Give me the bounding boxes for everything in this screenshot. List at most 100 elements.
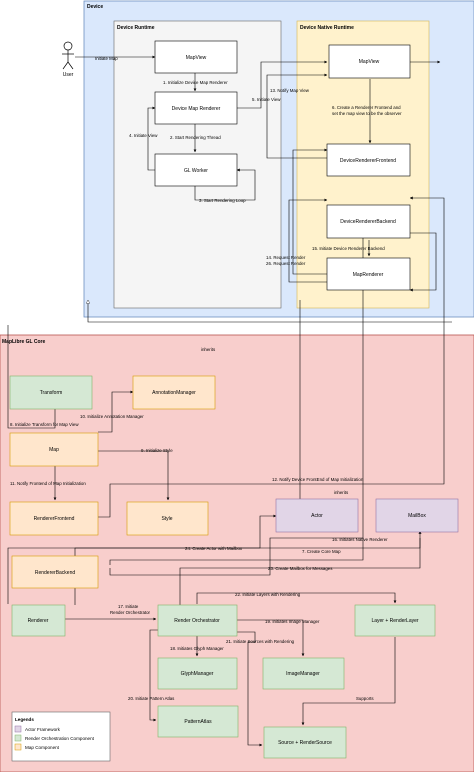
node-mapview-native[interactable]: MapView (328, 44, 411, 79)
edge-21 (237, 631, 263, 747)
edge-5 (237, 60, 328, 109)
node-transform[interactable]: Transform (9, 375, 93, 410)
node-actor[interactable]: Actor (275, 498, 359, 533)
legend-item-actor-label: Actor Framework (25, 727, 61, 732)
node-mailbox-label: MailBox (408, 513, 426, 519)
legend-item-map-label: Map Component (25, 745, 60, 750)
node-gl-worker[interactable]: GL Worker (154, 153, 238, 187)
legend-item-render: Render Orchestration Component (14, 734, 95, 742)
edge-label-2: 2. Start Rendering Thread (170, 135, 221, 140)
edge-22 (196, 592, 397, 604)
edge-label-9: 9. Initialize Style (141, 448, 173, 453)
node-style[interactable]: Style (126, 501, 209, 536)
node-device-renderer-backend-label: DeviceRendererBackend (340, 219, 396, 225)
edge-label-20: 20. Initiate Pattern Atlas (128, 696, 175, 701)
edge-backend-loop (409, 232, 437, 292)
user-actor (62, 41, 74, 70)
node-image-manager[interactable]: ImageManager (262, 657, 345, 690)
node-renderer[interactable]: Renderer (11, 604, 66, 637)
node-image-manager-label: ImageManager (286, 671, 320, 677)
edge-label-7: 7. Create Core Map (302, 549, 341, 554)
node-layer-renderlayer-label: Layer + RenderLayer (371, 618, 418, 624)
edge-19 (237, 619, 305, 657)
edge-label-4: 4. Initiate View (129, 133, 158, 138)
edge-16 (109, 537, 363, 576)
legend-item-map: Map Component (14, 743, 60, 751)
node-device-renderer-backend[interactable]: DeviceRendererBackend (326, 204, 411, 239)
edge-label-6a: 6. Create a Renderer Frontend and (332, 105, 401, 110)
edge-label-26: 26. Request Render (266, 261, 306, 266)
edge-20 (149, 629, 158, 722)
node-mapview-runtime[interactable]: MapView (154, 40, 238, 74)
edge-label-initiate-map: Initiate Map (95, 56, 118, 61)
edge-label-21: 21. Initiate Sources with Rendering (226, 639, 295, 644)
edge-supports (301, 637, 396, 726)
edge-label-16: 16. Initiates Native Renderer (332, 537, 388, 542)
edge-14 (292, 148, 328, 275)
node-device-map-renderer-label: Device Map Renderer (172, 106, 221, 112)
node-device-renderer-frontend[interactable]: DeviceRendererFrontend (326, 143, 411, 177)
node-annotation-manager[interactable]: AnnotationManager (132, 375, 216, 410)
edge-26 (288, 198, 328, 283)
device-runtime-title: Device Runtime (117, 25, 155, 31)
edge-label-15: 15. Initiate Device Renderer Backend (312, 246, 385, 251)
edge-label-10: 10. Initialize Annotation Manager (80, 414, 144, 419)
edge-9 (98, 450, 170, 501)
legend: Legends Actor Framework Render Orchestra… (11, 711, 111, 762)
node-render-orchestrator-label: Render Orchestrator (174, 618, 220, 624)
node-renderer-backend-label: RendererBackend (35, 570, 76, 576)
node-annotation-manager-label: AnnotationManager (152, 390, 196, 396)
edge-label-13: 13. Notify Map View (270, 88, 310, 93)
node-pattern-atlas[interactable]: PatternAtlas (157, 705, 239, 738)
edge-labels: Initiate Map 1. Initialize Device Map Re… (10, 56, 402, 701)
node-device-renderer-frontend-label: DeviceRendererFrontend (340, 158, 396, 164)
legend-item-render-label: Render Orchestration Component (25, 736, 95, 741)
edge-label-supports: Supports (356, 696, 374, 701)
edge-label-12: 12. Notify Device FrontEnd of Map Initia… (272, 477, 364, 482)
node-device-map-renderer[interactable]: Device Map Renderer (154, 91, 238, 125)
node-glyph-manager-label: GlyphManager (181, 671, 214, 677)
node-actor-label: Actor (311, 513, 323, 519)
legend-item-actor: Actor Framework (14, 725, 61, 733)
edges (7, 55, 452, 747)
node-layer-renderlayer[interactable]: Layer + RenderLayer (354, 604, 436, 637)
edge-label-inherits-2: inherits (334, 490, 349, 495)
edge-label-8: 8. Initialize Transform for Map View (10, 422, 79, 427)
node-renderer-backend[interactable]: RendererBackend (11, 555, 99, 589)
node-map-label: Map (49, 447, 59, 453)
node-source-rendersource[interactable]: Source + RenderSource (263, 726, 347, 759)
edge-4 (147, 106, 156, 171)
edge-8 (7, 325, 57, 429)
device-native-title: Device Native Runtime (300, 25, 354, 31)
node-style-label: Style (161, 516, 172, 522)
node-renderer-frontend-label: RendererFrontend (34, 516, 75, 522)
node-map-renderer-label: MapRenderer (353, 272, 384, 278)
node-mapview-native-label: MapView (359, 59, 380, 65)
node-mailbox[interactable]: MailBox (375, 498, 459, 533)
node-renderer-frontend[interactable]: RendererFrontend (9, 501, 99, 536)
legend-title: Legends (15, 717, 34, 722)
edge-3 (194, 168, 256, 201)
edge-inherits-top (88, 300, 452, 323)
node-transform-label: Transform (40, 390, 63, 396)
edge-label-24: 24. Create Actor with Mailbox (185, 546, 243, 551)
edge-10 (98, 390, 134, 433)
edge-label-17b: Render Orchestrator (110, 610, 151, 615)
edge-12 (98, 196, 445, 518)
node-gl-worker-label: GL Worker (184, 168, 208, 174)
edge-label-3: 3. Start Rendering Loop (199, 198, 246, 203)
core-group-title: MapLibre GL Core (2, 339, 45, 345)
edge-label-5: 5. Initiate View (252, 97, 281, 102)
node-pattern-atlas-label: PatternAtlas (184, 719, 212, 725)
node-render-orchestrator[interactable]: Render Orchestrator (157, 604, 238, 637)
user-label: User (63, 72, 74, 78)
node-glyph-manager[interactable]: GlyphManager (157, 657, 238, 690)
node-map[interactable]: Map (9, 432, 99, 467)
edge-16-b (7, 538, 421, 604)
edge-13 (266, 73, 328, 159)
edge-label-14: 14. Request Render (266, 255, 306, 260)
node-source-rendersource-label: Source + RenderSource (278, 740, 332, 746)
edge-label-1: 1. Initialize Device Map Renderer (163, 80, 228, 85)
node-map-renderer[interactable]: MapRenderer (326, 257, 411, 291)
